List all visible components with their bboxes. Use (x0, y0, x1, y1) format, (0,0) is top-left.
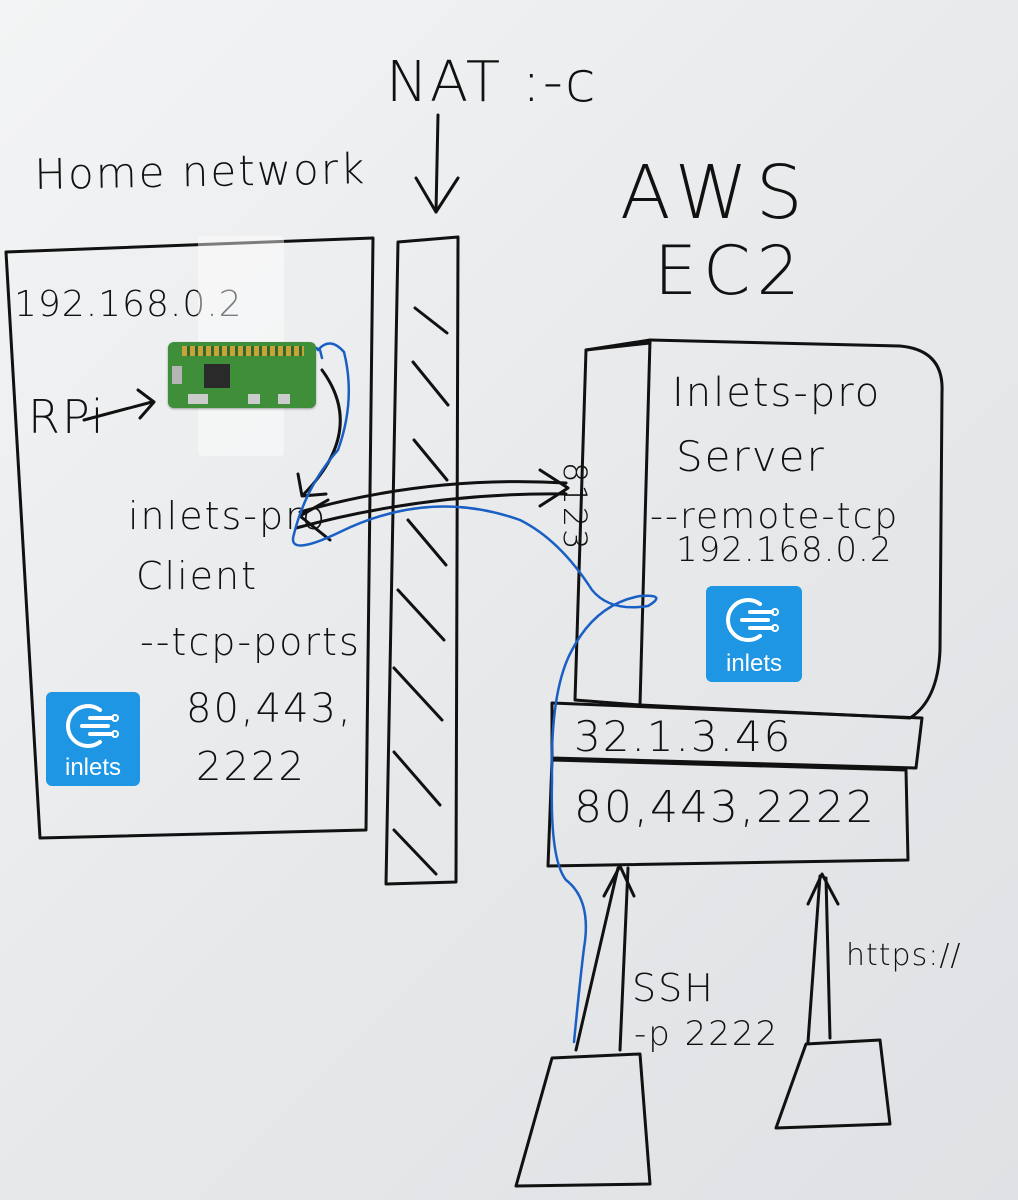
aws-label: AWS (620, 150, 811, 236)
rpi-label: RPi (28, 390, 106, 444)
ec2-server-box (638, 338, 944, 720)
server-line2: Server (676, 432, 826, 481)
pi-sd-slot (172, 366, 182, 384)
tunnel-arrows (294, 468, 570, 542)
client-logo-text: inlets (64, 754, 122, 781)
ssh-flag-label: -p 2222 (634, 1014, 780, 1054)
ssh-arrow-icon (574, 864, 636, 1052)
server-flag: --remote-tcp (650, 496, 900, 537)
ec2-bevel-line (584, 341, 652, 352)
public-ip-label: 32.1.3.46 (574, 712, 793, 761)
client-ports-a: 80,443, (186, 686, 353, 732)
ssh-traffic-path (291, 342, 658, 1044)
pi-cpu-chip (204, 364, 230, 388)
ec2-label: EC2 (654, 232, 806, 311)
nat-firewall-column (384, 235, 460, 886)
https-label: https:// (846, 938, 962, 973)
home-ip-label: 192.168.0.2 (14, 284, 243, 325)
inlets-logo-mark (66, 704, 119, 748)
client-line2: Client (136, 554, 259, 598)
nat-label: NAT :-c (386, 50, 598, 115)
server-logo-text: inlets (725, 650, 783, 677)
rpi-arrow-icon (82, 388, 156, 422)
public-ports-label: 80,443,2222 (574, 782, 876, 833)
client-flag: --tcp-ports (140, 620, 361, 664)
https-arrow-icon (806, 872, 840, 1044)
https-laptop-icon (774, 1038, 892, 1130)
home-network-title: Home network (34, 144, 367, 199)
server-inlets-logo-icon: inlets (706, 586, 802, 682)
client-ports-b: 2222 (196, 744, 306, 790)
ssh-label: SSH (632, 966, 715, 1010)
client-line1: inlets-pro (128, 494, 328, 538)
pi-hdmi-port (188, 394, 208, 404)
inlets-logo-mark (726, 598, 779, 642)
raspberry-pi-board (168, 342, 316, 408)
pi-usb-port-2 (278, 394, 290, 404)
client-inlets-logo-icon: inlets (46, 692, 140, 786)
nat-arrow-icon (414, 113, 460, 214)
server-line1: Inlets-pro (672, 370, 882, 416)
ssh-laptop-icon (514, 1052, 652, 1188)
pi-gpio-header (182, 346, 304, 356)
control-port-label: 8123 (556, 462, 594, 552)
home-network-box (4, 236, 375, 840)
server-remote: 192.168.0.2 (676, 530, 893, 570)
ec2-ports-band (546, 758, 910, 868)
pi-usb-port-1 (248, 394, 260, 404)
